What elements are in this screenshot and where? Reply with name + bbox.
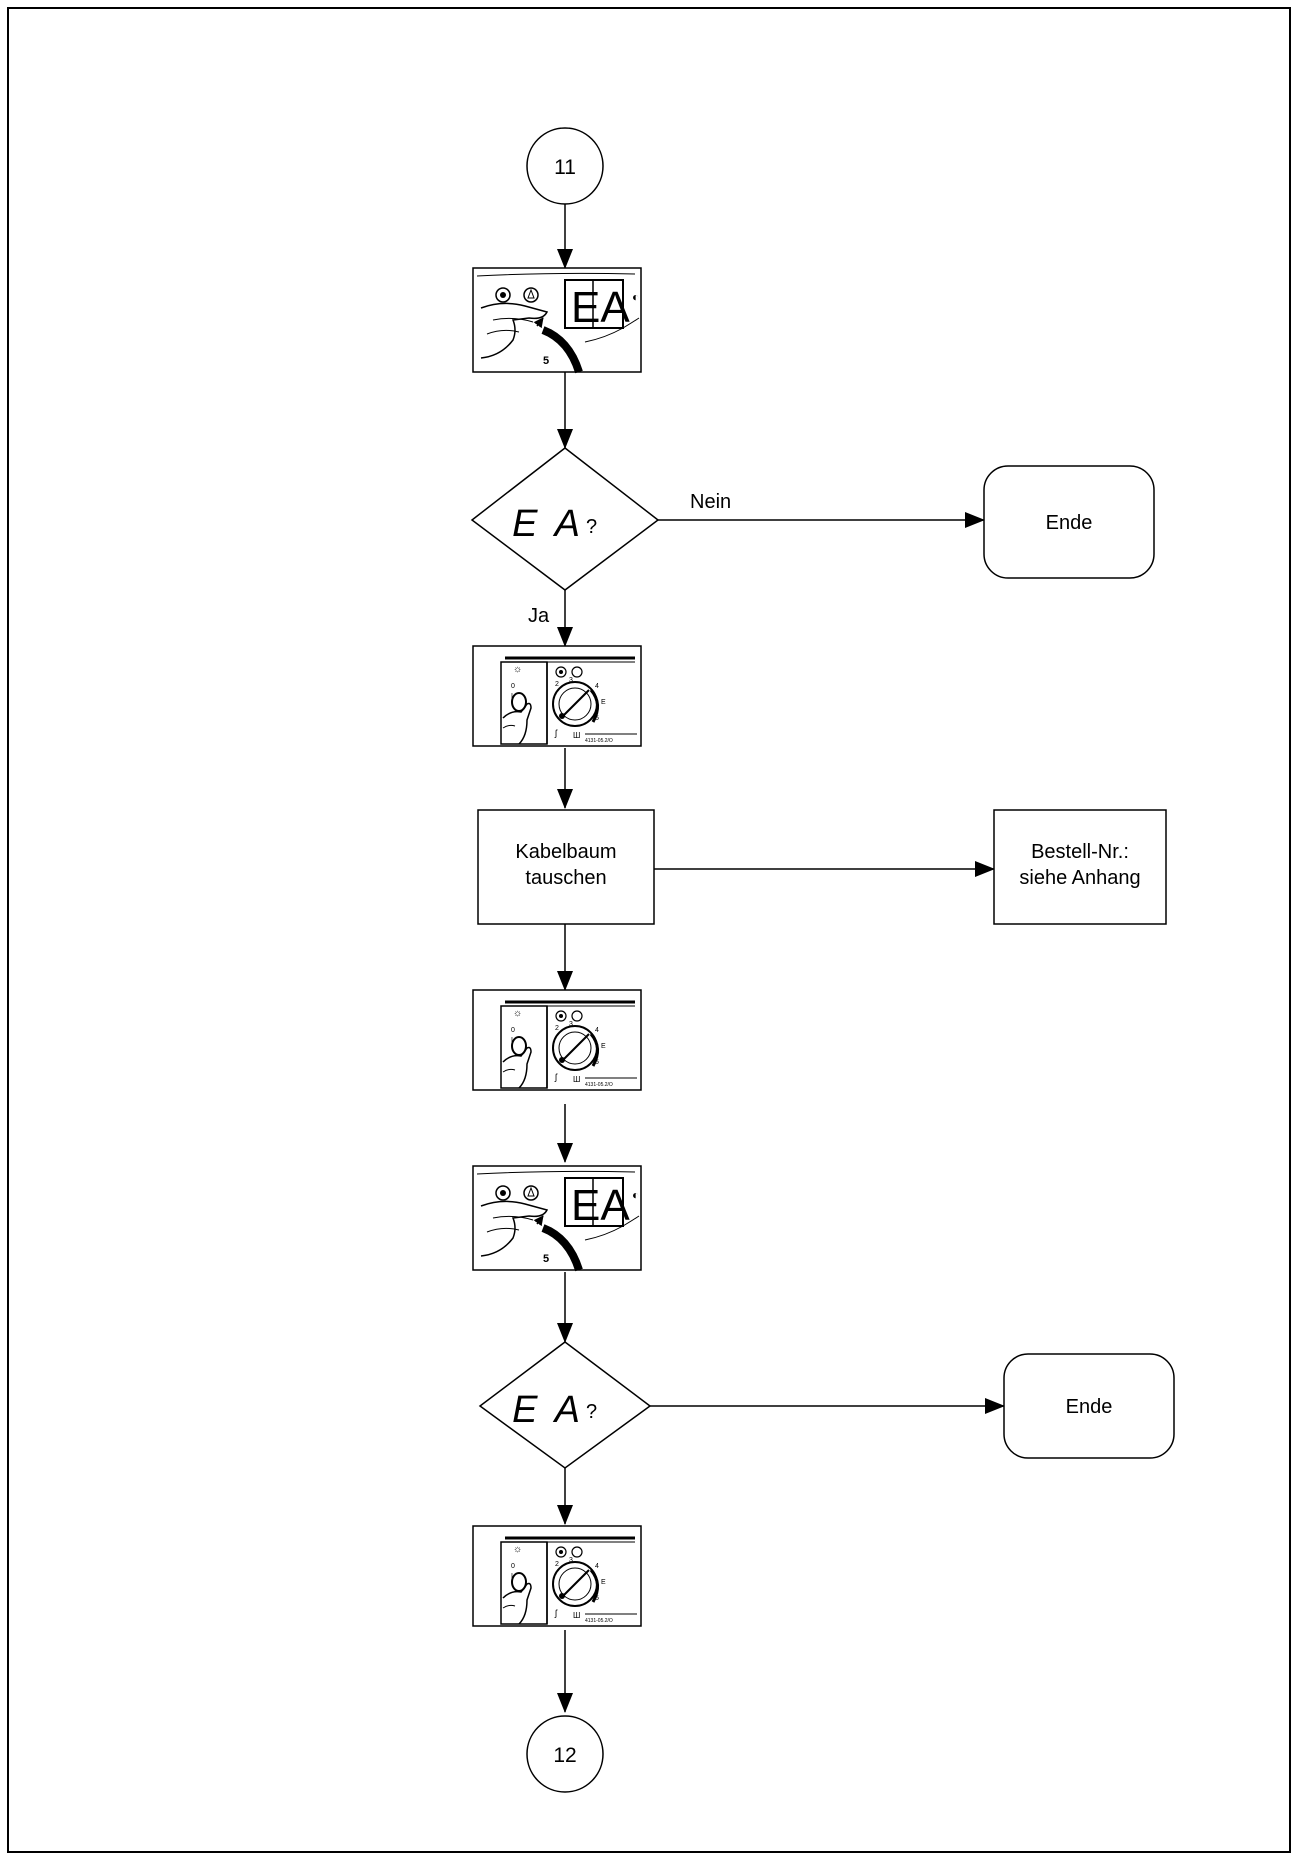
decision-2-suffix: ? bbox=[586, 1401, 597, 1423]
end-terminal-2: Ende bbox=[1003, 1353, 1175, 1459]
start-connector-label: 11 bbox=[554, 156, 576, 179]
decision-2: E A ? bbox=[478, 1341, 652, 1469]
knob-caption: 4131-05.2/O bbox=[585, 1082, 613, 1088]
end-connector-label: 12 bbox=[553, 1744, 576, 1767]
device-display-illustration-2: EA 5 bbox=[473, 1166, 641, 1270]
decision-1-yes-label: Ja bbox=[528, 605, 550, 627]
device-display-illustration-1: EA 5 bbox=[473, 268, 641, 372]
scale-mark: 5 bbox=[543, 1253, 549, 1265]
process-box: Kabelbaum tauschen bbox=[477, 809, 655, 925]
page-frame bbox=[7, 7, 1291, 1853]
flow-arrows bbox=[557, 204, 1005, 1713]
end-terminal-2-label: Ende bbox=[1066, 1396, 1113, 1418]
decision-1-no-label: Nein bbox=[690, 491, 731, 513]
decision-1-code: E A bbox=[512, 503, 584, 545]
order-note-line-1: Bestell-Nr.: bbox=[1031, 841, 1129, 863]
end-terminal-1: Ende bbox=[983, 465, 1155, 579]
knob-caption: 4131-05.2/O bbox=[585, 738, 613, 744]
process-line-1: Kabelbaum bbox=[515, 841, 616, 863]
device-knob-illustration-2: 4131-05.2/O bbox=[471, 988, 643, 1092]
decision-2-code: E A bbox=[512, 1389, 584, 1431]
display-readout: EA bbox=[571, 1181, 630, 1230]
start-connector: 11 bbox=[526, 127, 604, 205]
order-note-box: Bestell-Nr.: siehe Anhang bbox=[993, 809, 1167, 925]
end-connector: 12 bbox=[526, 1715, 604, 1793]
knob-caption: 4131-05.2/O bbox=[585, 1618, 613, 1624]
decision-1-suffix: ? bbox=[586, 516, 597, 538]
device-knob-illustration-3: 4131-05.2/O bbox=[471, 1524, 643, 1628]
scale-mark: 5 bbox=[543, 355, 549, 367]
end-terminal-1-label: Ende bbox=[1046, 512, 1093, 534]
device-knob-illustration-1: 4131-05.2/O bbox=[471, 644, 643, 748]
order-note-line-2: siehe Anhang bbox=[1019, 867, 1140, 889]
display-readout: EA bbox=[571, 283, 630, 332]
decision-1: E A ? Nein Ja bbox=[470, 447, 731, 627]
process-line-2: tauschen bbox=[525, 867, 606, 889]
